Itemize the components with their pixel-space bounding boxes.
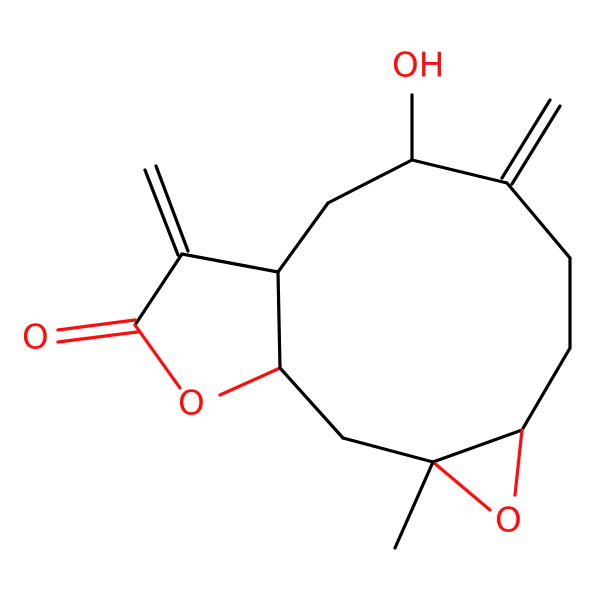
bond-epoxide-c-to-methyl — [393, 460, 435, 550]
bond-carbonyl-a — [56, 318, 137, 332]
bond-methylene-right-a — [500, 98, 552, 180]
ring-oxygen-label: O — [178, 384, 205, 424]
bond-epoxide-ch-to-oxygen — [513, 428, 524, 497]
bond-methylene-left-b — [154, 164, 190, 253]
bond-epoxide-ch-to-epoxide-c — [431, 428, 524, 464]
bond-ch2-to-choh — [326, 158, 414, 205]
bond-c-o-to-ring-oxygen — [218, 366, 282, 397]
bond-ring-oxygen-to-carbonyl — [133, 323, 182, 390]
bond-c-methylene-to-ch2 — [505, 181, 572, 260]
bond-methylene-left-a — [143, 168, 180, 257]
bond-epoxide-c-to-oxygen — [431, 460, 492, 512]
hydroxyl-label: OH — [392, 46, 444, 86]
bond-choh-to-c-methylene — [410, 158, 509, 185]
bond-junction-to-ch2-upper — [276, 201, 330, 274]
bond-ch2-to-epoxide-ch — [520, 346, 572, 432]
bond-ring-junction-to-c-o — [276, 270, 282, 370]
bond-methylene-right-b — [510, 104, 562, 186]
bond-c-alpha-to-c-ring-junction — [180, 252, 280, 274]
epoxide-oxygen-label: O — [495, 501, 522, 541]
carbonyl-oxygen-label: O — [22, 318, 49, 358]
bond-c-alpha-to-c-carbonyl — [133, 252, 184, 327]
bond-ch2-lower-to-c-o — [278, 366, 345, 440]
bond-carbonyl-b — [56, 330, 139, 344]
bond-epoxide-c-to-ch2-lower — [341, 436, 435, 464]
